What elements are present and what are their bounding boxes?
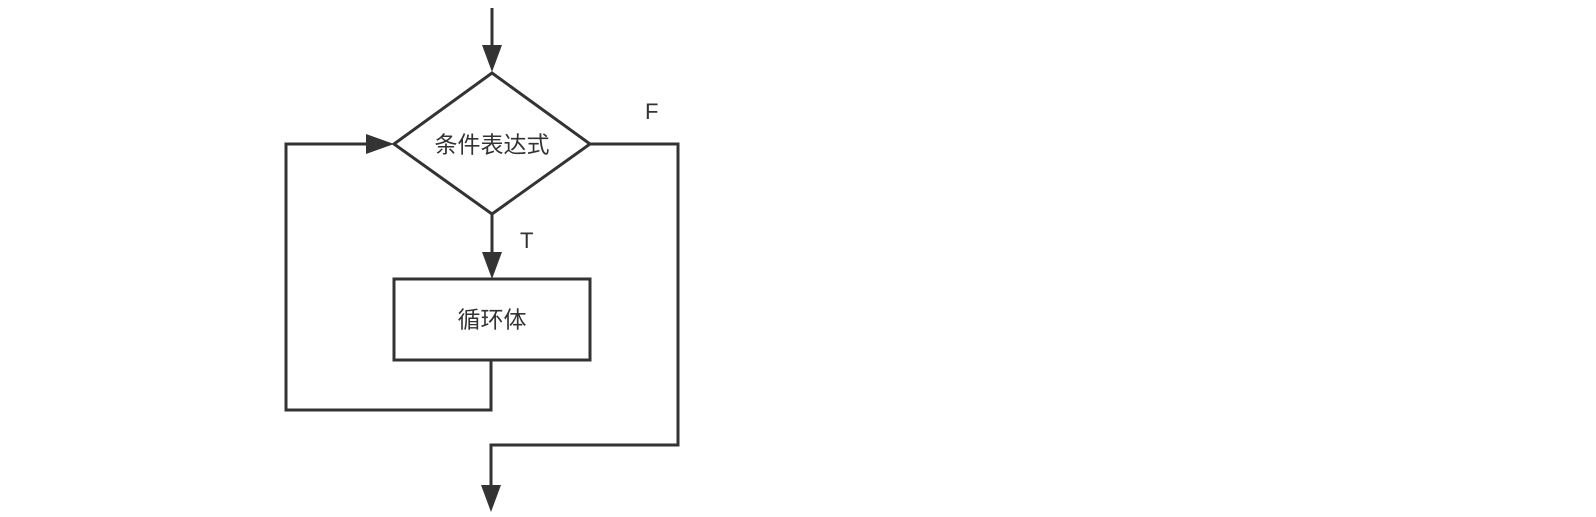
false-exit-line [489,142,680,490]
true-arrowhead [482,252,502,279]
loop-back-line [284,142,493,412]
loop-body-box [392,277,592,362]
entry-arrowhead [482,45,502,72]
loop-back-arrowhead [366,134,394,154]
condition-label: 条件表达式 [435,133,550,159]
exit-arrowhead [481,485,501,512]
false-label: F [645,99,658,124]
true-label: T [520,228,533,253]
loop-body-label: 循环体 [458,308,527,334]
